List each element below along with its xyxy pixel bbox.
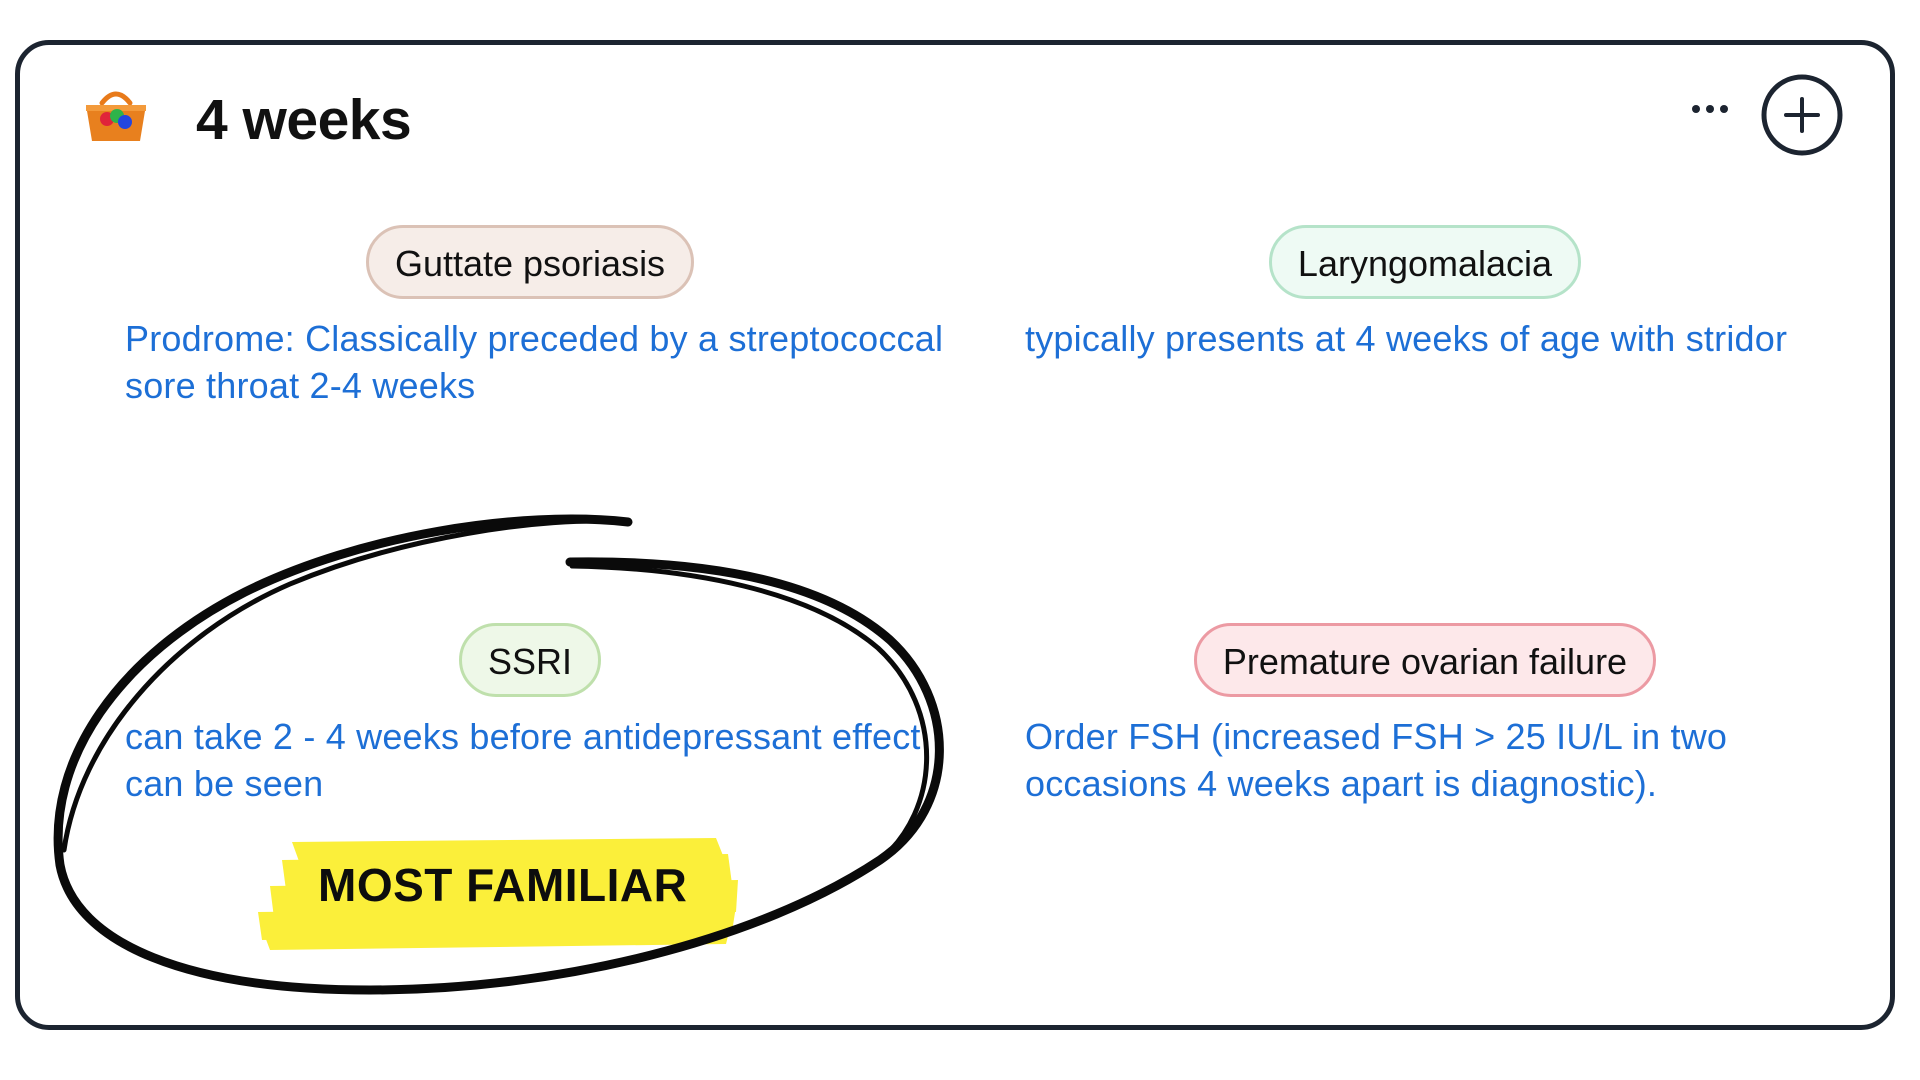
fact-cell: Guttate psoriasis Prodrome: Classically … xyxy=(125,225,945,409)
fact-description[interactable]: Prodrome: Classically preceded by a stre… xyxy=(125,318,944,406)
fact-description[interactable]: Order FSH (increased FSH > 25 IU/L in tw… xyxy=(1025,716,1728,804)
topic-tag[interactable]: Premature ovarian failure xyxy=(1193,623,1657,697)
more-horizontal-icon xyxy=(1692,105,1700,113)
fact-cell: SSRI can take 2 - 4 weeks before antidep… xyxy=(125,623,945,807)
most-familiar-label: MOST FAMILIAR xyxy=(318,859,688,911)
fact-cell: Laryngomalacia typically presents at 4 w… xyxy=(1025,225,1845,362)
topic-tag[interactable]: SSRI xyxy=(458,623,602,697)
basket-icon xyxy=(86,91,146,141)
topic-tag[interactable]: Laryngomalacia xyxy=(1268,225,1582,299)
more-options-button[interactable] xyxy=(1680,89,1740,129)
fact-cell: Premature ovarian failure Order FSH (inc… xyxy=(1025,623,1845,807)
add-button[interactable] xyxy=(1760,73,1844,157)
fact-description[interactable]: typically presents at 4 weeks of age wit… xyxy=(1025,318,1788,359)
topic-tag[interactable]: Guttate psoriasis xyxy=(365,225,695,299)
fact-description[interactable]: can take 2 - 4 weeks before antidepressa… xyxy=(125,716,921,804)
deck-card: 4 weeks Guttate psoriasis Prodrome: Clas… xyxy=(15,40,1895,1030)
deck-title: 4 weeks xyxy=(196,88,412,152)
